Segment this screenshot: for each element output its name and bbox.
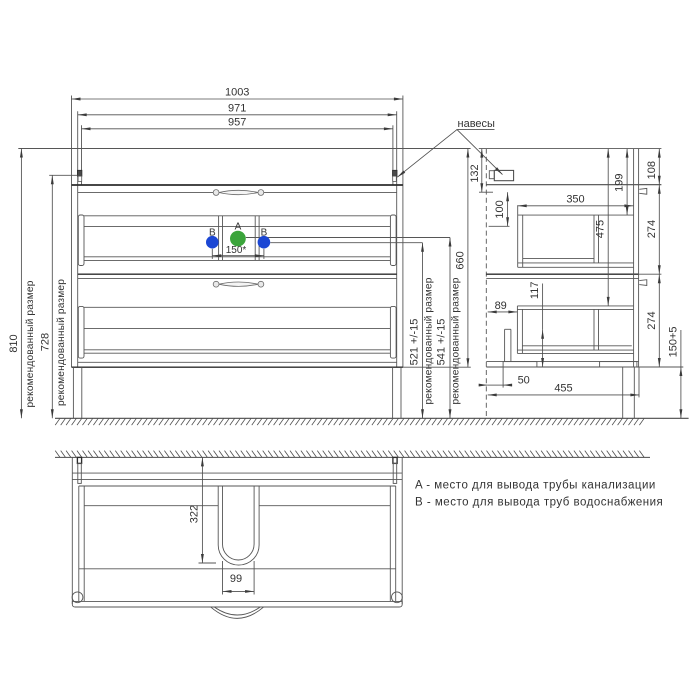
side-upper-box — [517, 205, 634, 268]
dim-water-height: 521 +/-15 — [408, 319, 420, 366]
front-clip-upper — [639, 187, 648, 195]
dim-cabinet-width: 971 — [228, 102, 246, 114]
wall-bracket-right — [392, 169, 398, 182]
drawing-path — [218, 189, 259, 196]
drawing-rect — [389, 305, 397, 359]
dim-total-depth: 455 — [554, 383, 572, 395]
rear-bracket-right — [392, 456, 398, 484]
legend-drain: A - место для вывода трубы канализации — [415, 479, 656, 491]
drawing-rect — [77, 462, 82, 484]
dim-bracket-offset: 132 — [469, 164, 481, 182]
drawing-rect — [76, 456, 83, 465]
drawing-line — [456, 129, 503, 175]
wall-bracket-left — [77, 169, 83, 182]
siphon-cutout — [217, 486, 260, 566]
dim-cutout-width: 99 — [230, 573, 242, 585]
rear-foot-block — [502, 361, 538, 368]
front-view-dimensions: 1003 971 957 810 рекомендованный размер … — [8, 87, 471, 419]
drawing-rect — [389, 214, 397, 266]
dim-total-height-label: рекомендованный размер — [25, 280, 36, 407]
dim-top-to-box: 199 — [613, 174, 625, 192]
side-lower-box — [504, 305, 634, 362]
drawing-line — [397, 129, 458, 178]
water-pipe-right-label: B — [261, 227, 268, 238]
bottom-view-dimensions: 322 99 — [189, 457, 255, 595]
dim-legs-height: 150+5 — [667, 326, 679, 357]
drawing-rect — [392, 169, 398, 177]
drawing-rect — [392, 462, 398, 484]
drawing-path — [54, 418, 645, 426]
rear-bracket-left — [76, 456, 83, 484]
bottom-view — [71, 456, 403, 619]
front-clip-lower — [639, 279, 648, 287]
hangers-label: навесы — [458, 118, 496, 130]
pipe-markers: B A B — [206, 221, 450, 249]
drawing-rect — [392, 175, 397, 182]
dim-basin-height: 108 — [646, 161, 658, 179]
dim-water-height-label: рекомендованный размер — [423, 277, 434, 404]
drawing-rect — [77, 169, 83, 177]
drawing-rect — [77, 305, 85, 359]
legend: A - место для вывода трубы канализации B… — [415, 479, 663, 508]
side-view-dimensions: 132 100 350 199 475 108 274 274 117 89 1 — [469, 148, 683, 419]
dim-inner-height: 117 — [529, 282, 541, 300]
dim-overall-width: 1003 — [225, 87, 249, 99]
drawing-path — [54, 450, 645, 458]
dim-upper-section: 274 — [646, 220, 658, 238]
front-foot-block — [599, 361, 638, 368]
dim-top-to-lower-box: 475 — [595, 220, 607, 238]
drawing-rect — [488, 170, 495, 180]
drawing-circle — [212, 189, 220, 196]
drawing-path — [217, 486, 260, 566]
drawing-rect — [77, 214, 85, 266]
dim-inner-width: 957 — [228, 116, 246, 128]
front-foot-right — [391, 591, 403, 604]
side-bracket — [488, 169, 515, 182]
drawing-rect — [77, 175, 83, 182]
dim-box-depth: 350 — [566, 193, 584, 205]
drawer1-handle — [212, 189, 265, 196]
dim-wall-to-box: 89 — [495, 300, 507, 312]
drawer2-handle — [212, 280, 265, 288]
drawing-path — [210, 606, 264, 619]
dim-drain-height-label: рекомендованный размер — [450, 277, 461, 404]
drawing-rect — [493, 169, 515, 182]
drain-pipe-circle — [230, 230, 246, 247]
drawing-circle — [212, 280, 220, 288]
drawing-circle — [257, 189, 265, 196]
side-view — [478, 148, 684, 419]
dim-drain-height: 541 +/-15 — [436, 319, 448, 366]
front-foot-left — [71, 591, 84, 604]
dim-basin-to-bottom: 660 — [455, 251, 467, 269]
legend-water: B - место для вывода труб водоснабжения — [415, 497, 663, 509]
drawing-path — [218, 281, 259, 287]
water-pipe-left-circle — [206, 235, 219, 249]
basin-front-bulge — [210, 606, 264, 619]
floor-hatch — [54, 417, 689, 426]
dim-bracket-height-label: рекомендованный размер — [56, 279, 67, 406]
drain-pipe-label: A — [235, 221, 242, 232]
wall-hatch-bottom-view — [54, 450, 650, 458]
front-view: B A B — [18, 95, 471, 419]
drawer2-box — [77, 305, 397, 359]
water-pipe-right-circle — [257, 235, 271, 249]
drawing-path — [214, 606, 261, 616]
dim-bracket-height: 728 — [39, 333, 51, 351]
dim-bracket-to-recess: 100 — [494, 200, 506, 218]
dim-lower-section: 274 — [646, 311, 658, 329]
drawing-rect — [392, 456, 398, 465]
drawing-path — [71, 601, 403, 608]
dim-total-height: 810 — [8, 334, 20, 352]
drawing-path — [222, 486, 255, 561]
hangers-note: навесы — [397, 118, 503, 178]
water-pipe-left-label: B — [209, 227, 216, 238]
front-legs — [72, 367, 402, 419]
dim-water-spacing: 150* — [226, 245, 247, 256]
dim-cutout-depth: 322 — [189, 505, 201, 523]
drawing-circle — [257, 280, 265, 288]
dim-wall-to-foot: 50 — [518, 374, 530, 386]
